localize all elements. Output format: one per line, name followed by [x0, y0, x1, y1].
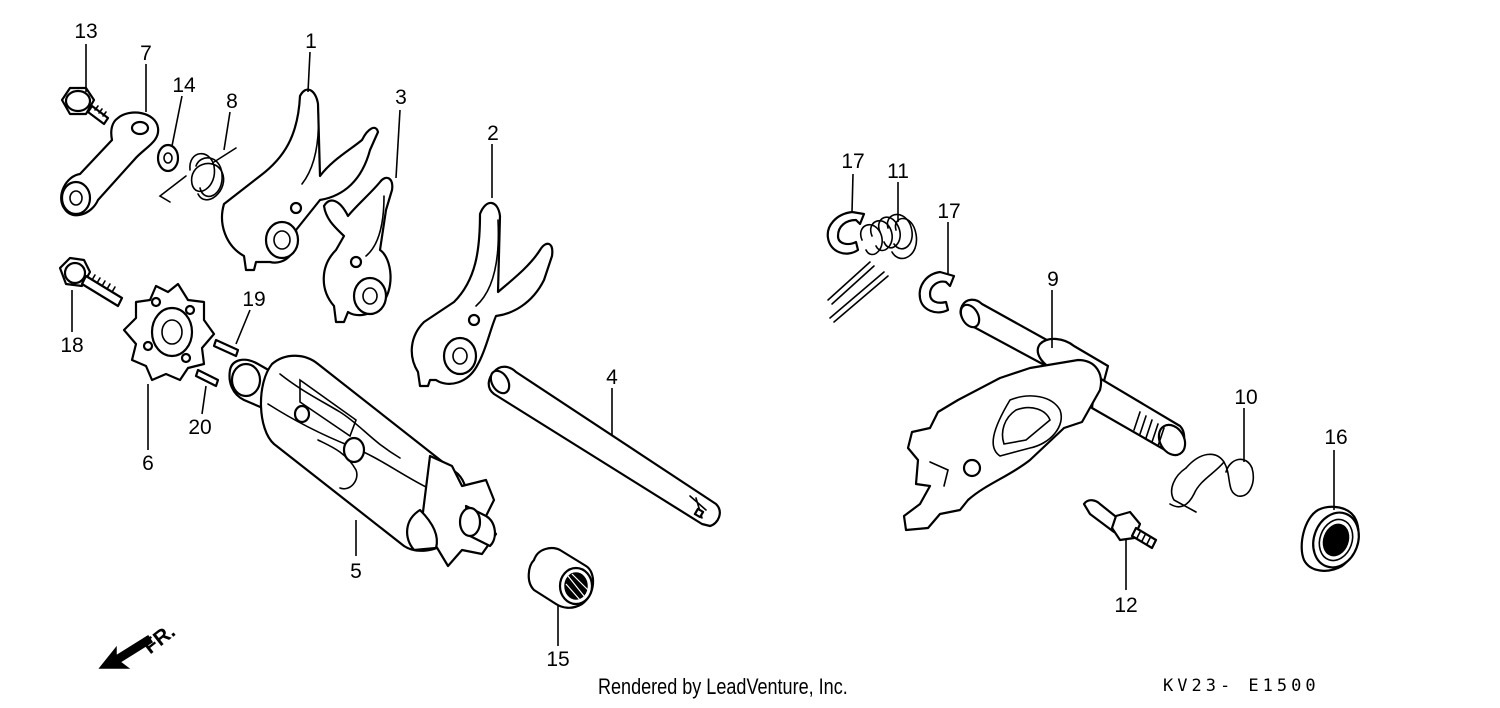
- part-15-bearing: [527, 547, 595, 609]
- callout-3: 3: [395, 86, 407, 109]
- part-8-spring: [158, 147, 237, 203]
- callout-9: 9: [1047, 268, 1059, 291]
- direction-label: FR.: [139, 620, 180, 659]
- callout-19: 19: [242, 288, 265, 311]
- front-direction-arrow-icon: FR.: [98, 620, 180, 669]
- part-3-shift-fork: [322, 176, 394, 324]
- callout-13: 13: [74, 20, 97, 43]
- part-14-washer: [156, 143, 180, 173]
- callout-17-left: 17: [841, 150, 864, 173]
- callout-11: 11: [887, 160, 909, 183]
- render-credit: Rendered by LeadVenture, Inc.: [598, 674, 848, 699]
- part-17-circlip-right: [918, 270, 956, 314]
- callout-15: 15: [546, 648, 569, 671]
- part-10-return-spring: [1169, 453, 1254, 513]
- diagram-code: KV23- E1500: [1163, 676, 1320, 696]
- callout-20: 20: [188, 416, 211, 439]
- part-9-shift-spindle: [902, 298, 1187, 532]
- callout-14: 14: [172, 74, 196, 97]
- callout-2: 2: [487, 122, 499, 145]
- part-12-stud-bolt: [1082, 499, 1158, 550]
- part-19-pin: [212, 338, 240, 358]
- callout-6: 6: [142, 452, 154, 475]
- part-17-circlip-left: [826, 210, 866, 255]
- callout-18: 18: [60, 334, 83, 357]
- callout-labels: 13 7 14 8 1 3 2 18 19 6 20 5 4 15 17 11 …: [60, 20, 1347, 671]
- part-1-shift-fork: [220, 88, 380, 272]
- callout-10: 10: [1234, 386, 1257, 409]
- callout-7: 7: [140, 42, 152, 65]
- part-16-oil-seal: [1300, 505, 1360, 572]
- part-4-shaft: [487, 365, 721, 528]
- part-6-star-plate: [122, 282, 216, 382]
- callout-12: 12: [1114, 594, 1137, 617]
- callout-4: 4: [606, 366, 618, 389]
- part-2-shift-fork: [410, 201, 554, 388]
- callout-16: 16: [1324, 426, 1347, 449]
- part-18-bolt: [58, 256, 124, 308]
- part-7-stopper-arm: [60, 111, 160, 217]
- callout-5: 5: [350, 560, 362, 583]
- leader-lines: [71, 44, 1335, 646]
- part-5-shift-drum: [228, 354, 498, 568]
- callout-17-right: 17: [937, 200, 960, 223]
- callout-8: 8: [226, 90, 238, 113]
- part-13-bolt: [60, 86, 110, 126]
- callout-1: 1: [305, 30, 317, 53]
- part-11-spring: [827, 213, 918, 323]
- part-20-pin: [194, 368, 220, 388]
